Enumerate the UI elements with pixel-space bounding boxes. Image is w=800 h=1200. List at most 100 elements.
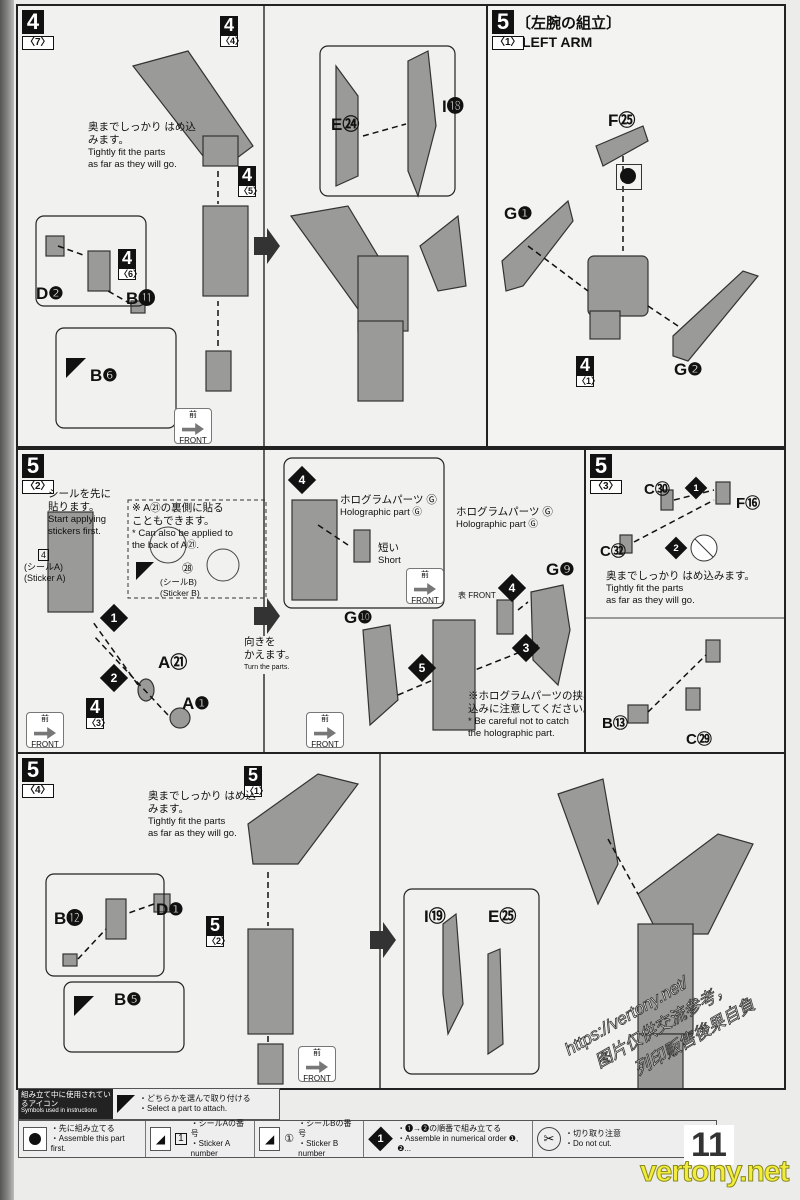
ref-sub: 〈5〉 [238,185,263,197]
note-jp: ホログラムパーツ Ⓖ [340,494,437,506]
fit-note: 奥までしっかり はめ込みます。 Tightly fit the parts as… [148,790,258,840]
front-arrow-icon [414,583,436,595]
legend-numerical-order: 1 ・❶→❷の順番で組み立てる・Assemble in numerical or… [364,1121,533,1157]
step-number: 5 [492,10,514,34]
shoulder-armor-part [247,773,360,865]
ref-sub: 〈2〉 [206,935,231,947]
part-g9 [530,584,571,687]
note-jp: かえます。 [244,649,296,661]
sticker-b-icon: ㉘ (シールB) (Sticker B) [160,560,200,598]
part-b11 [130,300,146,314]
front-jp: 前 [421,570,429,579]
part-b13 [627,704,649,724]
front-en: FRONT [31,740,59,749]
ref-sub: 〈1〉 [244,785,269,797]
holographic-part-note: ホログラムパーツ Ⓖ Holographic part Ⓖ [456,506,553,531]
assemble-first-icon [23,1127,47,1151]
note-jp: ホログラムパーツ Ⓖ [456,506,553,518]
front-jp: 前 [189,410,197,419]
front-en: FRONT [468,591,496,600]
legend-heading: 組み立て中に使用されているアイコン Symbols used in instru… [19,1089,113,1119]
left-arm-illustration [501,125,760,362]
legend-sticker-a: ◢ 1 ・シールAの番号・Sticker A number [146,1119,255,1158]
note-jp: 短い [378,542,399,554]
armor-plate-part [419,214,467,292]
order-step-4-icon: 4 [287,465,317,495]
part-f16-hand [705,639,721,663]
part-a21 [137,678,155,702]
assembled-upper-arm [637,923,694,1035]
legend-do-not-cut: ✂ ・切り取り注意・Do not cut. [533,1121,631,1157]
ref-sub: 〈6〉 [118,268,143,280]
part-label-e25: E㉕ [488,907,517,926]
order-step-2-icon: 2 [99,663,129,693]
part-g10 [362,624,399,727]
legend-en: ・Assemble in numerical order ❶, ❷... [397,1134,519,1153]
front-jp: 前 [321,714,329,723]
assembled-forearm [357,320,404,402]
part-label-c29: C㉙ [686,731,712,748]
fit-note-en: as far as they will go. [88,159,177,170]
sticker-a-jp: (シールA) [24,562,63,572]
right-arm-illustration [45,754,754,1088]
note-jp: 奥までしっかり はめ込みます。 [148,790,256,815]
sticker-a-outline [149,526,187,564]
note-en: Tightly fit the parts [148,816,226,827]
reference-step-5-1: 5〈1〉 [244,766,269,797]
hand-frame-part [105,898,127,940]
part-label-c32: C㉜ [600,543,626,560]
part-label-b12: B⓬ [54,909,84,928]
part-label-b5: B❺ [114,990,142,1009]
alt-sticker-note: ※ A㉑の裏側に貼る こともできます。 * Can also be applie… [132,502,233,552]
reference-step-5-2: 5〈2〉 [206,916,231,947]
order-diamond-icon: 1 [368,1126,394,1152]
legend-sticker-b: ◢ ① ・シールBの番号・Sticker B number [255,1119,364,1158]
legend-en: ・Sticker A number [190,1139,230,1158]
panel-step-5-2: 5 〈2〉 シールを先に 貼ります。 Start applying sticke… [16,448,586,754]
front-en: FRONT [303,1074,331,1083]
part-g2 [672,270,760,362]
sticker-first-note: シールを先に 貼ります。 Start applying stickers fir… [48,488,111,538]
legend-en: ・Sticker B number [298,1139,339,1158]
ref-number: 4 [576,356,594,375]
short-note: 短い Short [378,542,401,567]
note-en: * Be careful not to catch [468,716,569,727]
front-arrow-icon [34,727,56,739]
section-title-jp: 〔左腕の組立〕 [516,15,622,32]
assemble-first-icon [620,168,636,184]
fit-note: 奥までしっかり はめ込みます。 Tightly fit the parts as… [88,121,198,171]
note-en: Short [378,555,401,566]
note-en: Turn the parts. [244,664,290,671]
holographic-part [496,599,514,635]
part-label-b6: B❻ [90,366,118,385]
note-en: the back of A㉑. [132,540,200,551]
note-en: Holographic part Ⓖ [340,507,422,518]
sticker-a-number: 4 [38,549,50,561]
part-e25 [487,948,504,1056]
sticker-a-number-icon: 1 [175,1133,187,1145]
front-arrow-icon [306,1061,328,1073]
step-sub-number: 〈3〉 [590,480,622,494]
sticker-icon: ◢ [259,1127,281,1151]
sticker-b-outline [206,548,240,582]
legend-heading-en: Symbols used in instructions [21,1108,98,1114]
part-f16 [715,481,731,505]
hand-part [205,350,232,392]
symbols-legend: ・先に組み立てる・Assemble this part first. ◢ 1 ・… [18,1119,717,1158]
order-step-3-icon: 3 [511,633,541,663]
arm-block-part [291,499,338,601]
part-label-d2: D❷ [36,284,64,303]
holographic-part-note: ホログラムパーツ Ⓖ Holographic part Ⓖ [340,494,437,519]
part-label-g1: G❶ [504,204,533,223]
part-e24 [335,64,359,187]
panel-step-5-3: 5 〈3〉 C㉚ 1 F⑯ C㉜ 2 奥までしっかり はめ込みます。 Tight… [584,448,786,754]
ref-number: 5 [244,766,262,785]
note-jp: こともできます。 [132,515,215,527]
note-en: as far as they will go. [148,828,237,839]
order-number: 5 [418,661,426,675]
panel-step-5-1-left-arm: 5 〈1〉 〔左腕の組立〕 LEFT ARM F㉕ G❶ 4〈1〉 G❷ [486,4,786,448]
part-a1 [169,707,191,729]
